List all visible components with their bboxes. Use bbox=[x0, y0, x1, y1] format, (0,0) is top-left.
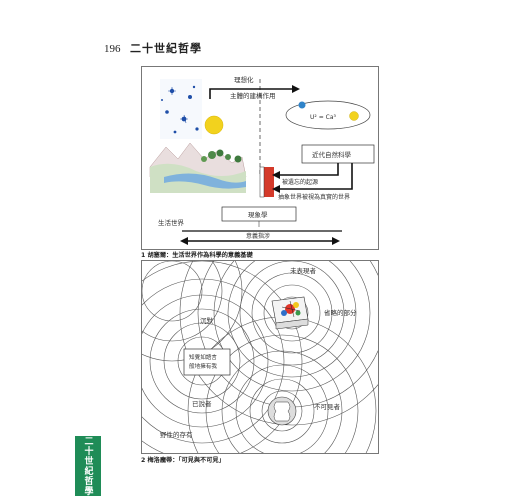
label-invisible-viewer: 不可見者 bbox=[314, 403, 341, 411]
figure-husserl-lifeworld: 理想化 主體的建構作用 U² = Ca³ 近代自然科學 被遺忘的起源 抽象世界被… bbox=[141, 66, 379, 250]
label-lifeworld: 生活世界 bbox=[158, 218, 185, 227]
label-abstract-world: 抽象世界被視為真實的世界 bbox=[278, 193, 350, 201]
label-perception-box: 知覺如語言般地擁有我 bbox=[189, 353, 217, 370]
idealization-arrow bbox=[209, 88, 292, 99]
red-barrier bbox=[264, 167, 274, 197]
orbit-sun-icon bbox=[349, 111, 359, 121]
figure-merleau-ponty-visible: 未表現者 省略的部分 沉默 知覺如語言般地擁有我 已說者 不可見者 野性的存有 bbox=[141, 260, 379, 454]
label-already-said: 已說者 bbox=[192, 399, 212, 408]
label-idealization: 理想化 bbox=[234, 75, 254, 84]
label-unseen-viewer: 未表現者 bbox=[290, 266, 317, 275]
vase-icon bbox=[273, 401, 291, 422]
sun-icon bbox=[204, 115, 224, 135]
label-silence: 沉默 bbox=[200, 316, 214, 325]
figure2-illustration: 未表現者 省略的部分 沉默 知覺如語言般地擁有我 已說者 不可見者 野性的存有 bbox=[142, 261, 378, 453]
orbit-ellipse bbox=[285, 100, 371, 130]
page-number: 196 bbox=[104, 43, 121, 55]
abstract-world-arrow bbox=[278, 163, 353, 190]
label-subjective-constitution: 主體的建構作用 bbox=[230, 91, 276, 100]
book-title: 二十世紀哲學 bbox=[130, 42, 202, 55]
figure1-caption: 1 胡塞爾：生活世界作為科學的意義基礎 bbox=[141, 252, 253, 259]
label-formula: U² = Ca³ bbox=[310, 114, 337, 121]
figure1-illustration: 理想化 主體的建構作用 U² = Ca³ 近代自然科學 被遺忘的起源 抽象世界被… bbox=[149, 75, 375, 245]
label-phenomenology: 現象學 bbox=[248, 210, 268, 219]
side-tab: 二十世紀哲學 bbox=[75, 436, 101, 496]
planet-icon bbox=[298, 101, 306, 109]
figure2-caption: 2 梅洛龐蒂：「可見與不可見」 bbox=[141, 457, 225, 464]
sky-bg bbox=[160, 79, 202, 139]
night-sky-stars bbox=[161, 85, 199, 134]
painted-box-icon bbox=[271, 296, 309, 330]
label-invisible-part: 省略的部分 bbox=[324, 308, 357, 317]
forgotten-origin-arrow bbox=[278, 163, 339, 176]
concentric-circles bbox=[142, 261, 378, 453]
perception-box bbox=[183, 348, 231, 376]
label-forgotten-origin: 被遺忘的起源 bbox=[282, 178, 318, 186]
landscape-illustration bbox=[149, 142, 247, 193]
label-wild-being: 野性的存有 bbox=[160, 430, 193, 439]
label-meaning-reference: 意義指涉 bbox=[246, 232, 270, 240]
page-header: 196 二十世紀哲學 bbox=[104, 40, 202, 56]
label-modern-science: 近代自然科學 bbox=[312, 150, 352, 159]
